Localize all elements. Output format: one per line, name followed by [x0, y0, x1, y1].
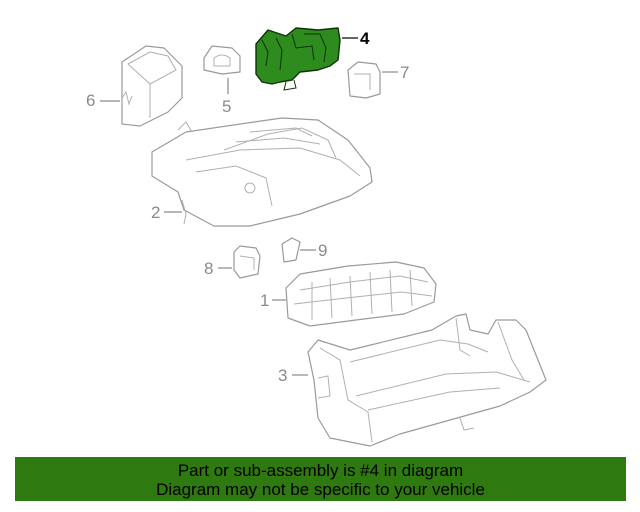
svg-text:1: 1 [260, 291, 269, 310]
parts-diagram: 6 5 4 7 [86, 27, 547, 447]
callout-9: 9 [300, 241, 327, 260]
part-8-relay[interactable] [233, 245, 261, 279]
callout-4: 4 [342, 29, 370, 48]
callout-3: 3 [278, 366, 308, 385]
callout-7: 7 [382, 63, 409, 82]
part-3-lower-tray[interactable] [307, 313, 547, 447]
banner-line-2: Diagram may not be specific to your vehi… [156, 480, 485, 499]
banner-line-1: Part or sub-assembly is #4 in diagram [177, 461, 464, 480]
part-1-fuse-block[interactable] [285, 261, 437, 327]
part-6-cover[interactable] [121, 45, 183, 127]
callout-5: 5 [222, 78, 231, 116]
svg-text:6: 6 [86, 91, 95, 110]
callout-2: 2 [151, 203, 182, 222]
part-2-fusebox-cover[interactable] [151, 117, 373, 227]
part-info-banner: Part or sub-assembly is #4 in diagram Di… [15, 457, 626, 501]
part-5-bracket[interactable] [203, 45, 241, 75]
callout-1: 1 [260, 291, 286, 310]
svg-text:7: 7 [400, 63, 409, 82]
callout-8: 8 [204, 259, 232, 278]
part-7-clip[interactable] [347, 61, 381, 99]
svg-text:3: 3 [278, 366, 287, 385]
part-9-clip[interactable] [281, 237, 301, 263]
svg-text:5: 5 [222, 97, 231, 116]
svg-text:8: 8 [204, 259, 213, 278]
callout-6: 6 [86, 91, 120, 110]
svg-text:9: 9 [318, 241, 327, 260]
svg-text:4: 4 [360, 29, 370, 48]
svg-text:2: 2 [151, 203, 160, 222]
part-4-module[interactable] [255, 27, 341, 91]
